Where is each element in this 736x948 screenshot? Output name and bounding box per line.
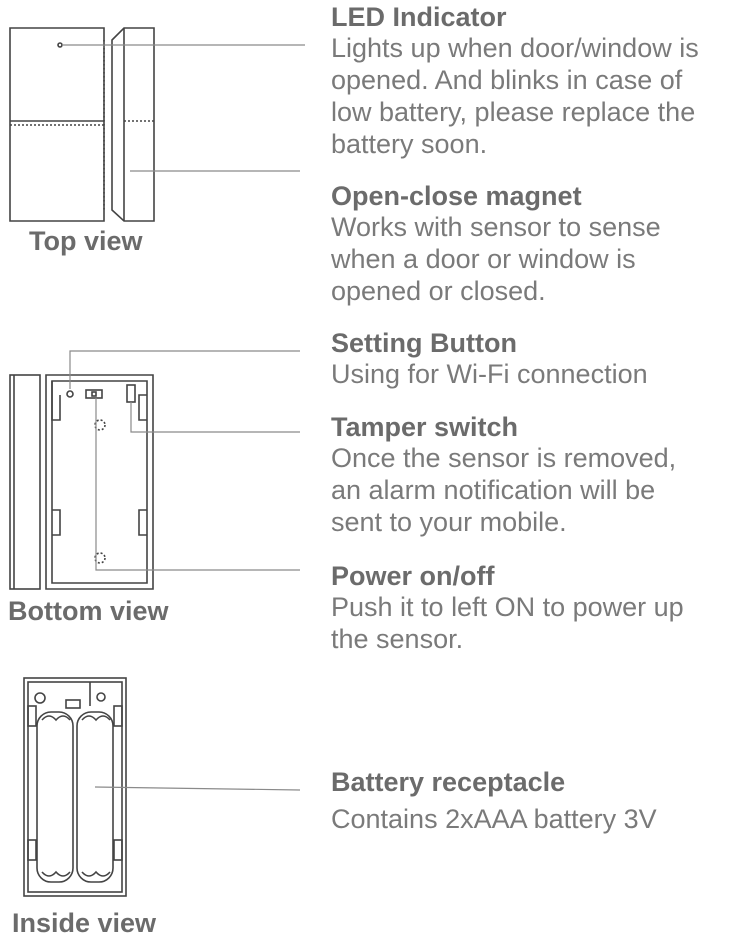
callout-line: Lights up when door/window is [331,33,699,63]
callout-line: Contains 2xAAA battery 3V [331,804,657,834]
callout-line: Once the sensor is removed, [331,443,677,473]
leader-lines [62,44,305,791]
callout-title: LED Indicator [331,2,507,32]
battery-left [36,711,74,883]
top-view-label: Top view [29,226,143,256]
power-switch [85,389,103,399]
callout-line: when a door or window is [331,244,636,274]
callout-line: Using for Wi-Fi connection [331,359,648,389]
led-indicator-callout: LED Indicator Lights up when door/window… [331,2,736,160]
power-switch-callout: Power on/off Push it to left ON to power… [331,561,736,655]
callout-line: the sensor. [331,624,464,654]
magnet-body-top [111,27,155,222]
bottom-view-label: Bottom view [8,596,169,626]
bottom-view-drawing [9,374,154,590]
magnet-body-bottom [9,374,41,590]
tamper-switch-callout: Tamper switch Once the sensor is removed… [331,412,736,538]
battery-right [76,711,114,883]
sensor-body-bottom [45,374,154,590]
callout-title: Open-close magnet [331,181,582,211]
open-close-magnet-callout: Open-close magnet Works with sensor to s… [331,181,736,307]
setting-button [66,390,74,398]
callout-line: low battery, please replace the [331,97,696,127]
led-dot [57,42,63,48]
battery-receptacle-callout: Battery receptacle Contains 2xAAA batter… [331,767,736,835]
callout-line: an alarm notification will be [331,475,656,505]
setting-button-callout: Setting Button Using for Wi-Fi connectio… [331,328,736,390]
callout-line: opened or closed. [331,276,546,306]
sensor-body-top [9,27,105,222]
callout-line: Works with sensor to sense [331,212,661,242]
callout-title: Battery receptacle [331,767,566,797]
top-view-drawing [9,27,155,222]
callout-line: opened. And blinks in case of [331,65,683,95]
callout-title: Setting Button [331,328,517,358]
callout-line: battery soon. [331,129,488,159]
callout-title: Tamper switch [331,412,519,442]
inside-view-label: Inside view [12,908,157,938]
callout-line: Push it to left ON to power up [331,592,684,622]
callout-title: Power on/off [331,561,495,591]
callout-line: sent to your mobile. [331,507,567,537]
tamper-switch [126,384,136,403]
